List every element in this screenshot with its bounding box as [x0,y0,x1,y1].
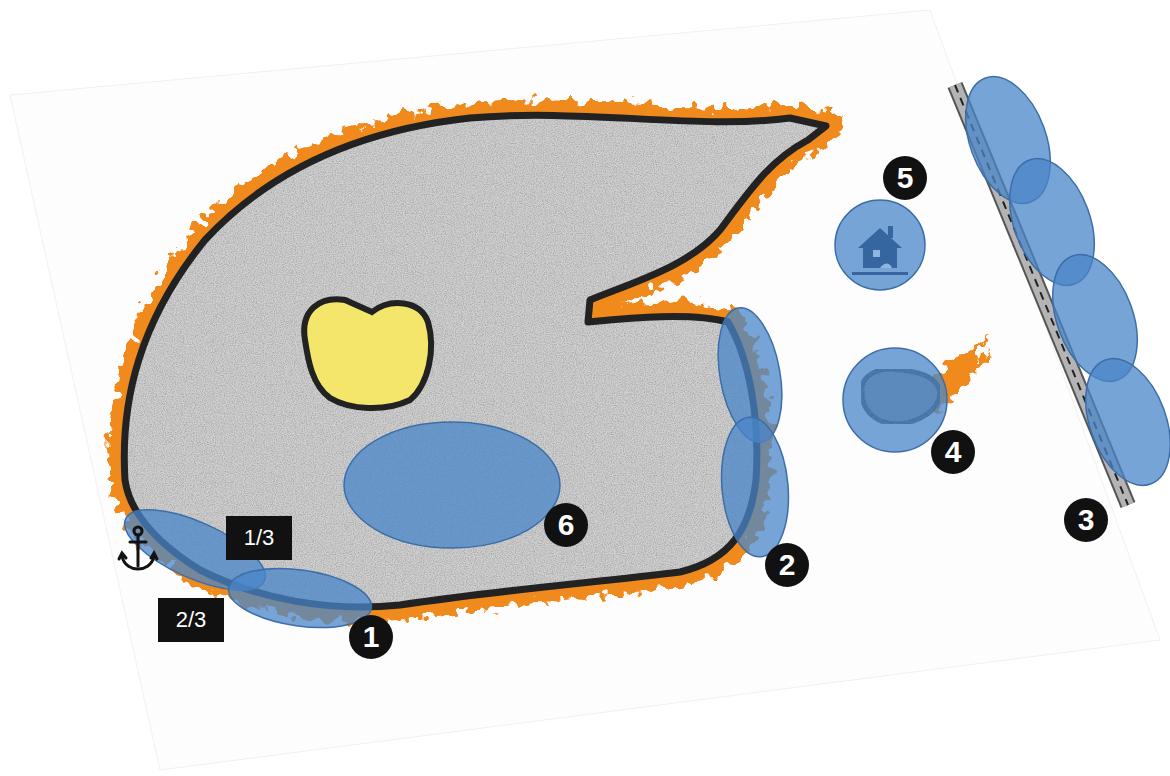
house-icon [852,226,908,275]
callout-marker: 6 [544,503,588,547]
unburned-island [304,299,431,408]
fraction-text: 2/3 [176,607,207,633]
callout-marker: 2 [765,543,809,587]
callout-marker: 1 [349,615,393,659]
callout-number: 4 [945,437,962,467]
callout-number: 5 [897,163,914,193]
zone-4 [843,348,947,452]
callout-marker: 3 [1064,498,1108,542]
callout-number: 1 [363,622,380,652]
fire-perimeter [124,115,826,607]
anchor-symbol [119,527,157,569]
burned-area [124,115,826,607]
zone-2b [716,414,794,559]
callout-marker: 4 [931,430,975,474]
zone-3d [1070,347,1170,497]
fire-edge [124,115,826,607]
zone-5 [835,200,925,290]
fraction-box: 1/3 [226,516,292,560]
callout-number: 3 [1078,505,1095,535]
callout-marker: 5 [883,156,927,200]
callout-number: 6 [558,510,575,540]
callout-number: 2 [779,550,796,580]
zone-6 [344,422,560,548]
tactic-zones [114,65,1170,636]
fraction-box: 2/3 [158,598,224,642]
fraction-text: 1/3 [244,525,275,551]
paper-sheet [10,10,1160,770]
